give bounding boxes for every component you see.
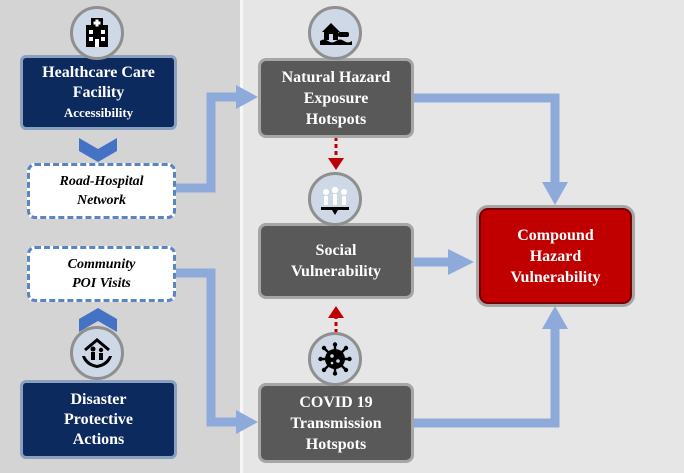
compound-line2: Hazard xyxy=(529,247,582,265)
natural-line2: Exposure xyxy=(303,89,369,107)
community-line1: Community xyxy=(67,257,136,272)
chevron-up-to-community xyxy=(79,308,117,332)
arrow-community-to-covid xyxy=(175,268,236,427)
chevron-down-to-road xyxy=(79,138,117,162)
community-line2: POI Visits xyxy=(72,276,131,291)
healthcare-line1: Healthcare Care xyxy=(42,63,155,81)
compound-line1: Compound xyxy=(517,226,594,244)
panel-divider xyxy=(240,0,243,473)
healthcare-line3: Accessibility xyxy=(63,104,134,120)
flood-icon xyxy=(308,6,362,60)
family-protection-icon xyxy=(70,326,124,380)
arrowhead-community-to-covid xyxy=(236,410,258,434)
community-icon xyxy=(308,172,362,226)
social-line1: Social xyxy=(315,242,357,259)
covid-transmission-box: COVID 19 Transmission Hotspots xyxy=(258,383,414,463)
arrowhead-covid-to-compound xyxy=(542,306,568,329)
natural-line1: Natural Hazard xyxy=(281,68,391,86)
arrowhead-natural-to-compound xyxy=(542,182,568,205)
hospital-icon xyxy=(70,6,124,60)
healthcare-line2: Facility xyxy=(72,83,125,101)
road-hospital-network-box: Road-Hospital Network xyxy=(27,163,176,219)
disaster-line1: Disaster xyxy=(70,390,127,408)
covid-line2: Transmission xyxy=(290,414,382,432)
road-network-line1: Road-Hospital xyxy=(59,174,144,189)
disaster-line3: Actions xyxy=(72,430,125,448)
arrowhead-social-to-compound xyxy=(448,249,474,275)
dotted-arrowhead-down xyxy=(328,158,344,170)
arrow-road-to-natural xyxy=(175,92,236,193)
covid-line1: COVID 19 xyxy=(299,393,373,411)
disaster-protective-actions-box: Disaster Protective Actions xyxy=(20,380,177,459)
compound-hazard-vulnerability-box: Compound Hazard Vulnerability xyxy=(476,205,635,307)
covid-line3: Hotspots xyxy=(305,435,367,453)
natural-line3: Hotspots xyxy=(305,110,367,128)
community-poi-visits-box: Community POI Visits xyxy=(27,246,176,302)
arrowhead-road-to-natural xyxy=(236,85,258,109)
virus-icon xyxy=(308,332,362,386)
arrow-natural-to-compound xyxy=(414,93,560,182)
dotted-arrowhead-up xyxy=(328,306,344,318)
road-network-line2: Network xyxy=(76,193,126,208)
natural-hazard-exposure-box: Natural Hazard Exposure Hotspots xyxy=(258,58,414,138)
social-line2: Vulnerability xyxy=(290,263,382,280)
compound-line3: Vulnerability xyxy=(510,268,601,286)
arrow-covid-to-compound xyxy=(414,329,560,428)
social-vulnerability-box: Social Vulnerability xyxy=(258,223,414,299)
healthcare-accessibility-box: Healthcare Care Facility Accessibility xyxy=(20,55,177,130)
disaster-line2: Protective xyxy=(64,410,133,428)
